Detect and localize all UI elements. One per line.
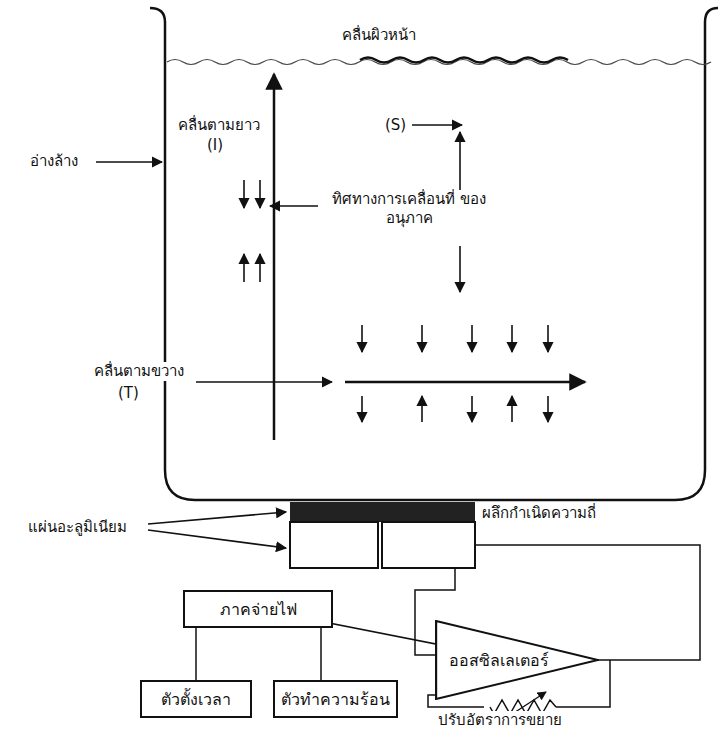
label-text: คลื่นตามขวาง xyxy=(92,362,186,381)
circuit-wire xyxy=(415,545,700,707)
label-text: ทิศทางการเคลื่อนที่ ของอนุภาค xyxy=(322,190,496,228)
transverse-wave-arrow xyxy=(345,381,585,384)
label-text: อ่างล้าง xyxy=(28,152,80,171)
label-text: (I) xyxy=(205,136,225,155)
circuit-wire xyxy=(320,628,322,680)
aluminium-block xyxy=(290,522,378,568)
tank-outline xyxy=(150,8,718,500)
process-box: ภาคจ่ายไฟ xyxy=(183,590,333,628)
label-text: ปรับอัตราการขยาย xyxy=(436,711,564,730)
label-text: แผ่นอะลูมิเนียม xyxy=(26,518,129,537)
node-text: ตัวทำความร้อน xyxy=(281,687,390,712)
circuit-wire xyxy=(195,628,197,680)
node-text: ออสซิลเลเตอร์ xyxy=(449,648,549,673)
amplifier-triangle: ออสซิลเลเตอร์ xyxy=(435,620,599,700)
longitudinal-wave-arrow xyxy=(273,74,276,440)
aluminium-block xyxy=(382,522,475,568)
label-text: ผลึกกำเนิดความถี่ xyxy=(480,504,598,523)
surface-wave-arrow xyxy=(360,58,568,63)
label-text: (T) xyxy=(116,384,141,403)
label-text: คลื่นผิวหน้า xyxy=(340,26,418,45)
process-box: ตัวทำความร้อน xyxy=(273,680,398,718)
process-box: ตัวตั้งเวลา xyxy=(140,680,252,718)
particle-arrows xyxy=(96,125,548,548)
crystal-plate xyxy=(290,502,475,522)
node-text: ภาคจ่ายไฟ xyxy=(220,597,297,622)
label-text: (S) xyxy=(383,116,408,135)
label-text: คลื่นตามยาว xyxy=(176,116,262,135)
node-text: ตัวตั้งเวลา xyxy=(161,687,231,712)
